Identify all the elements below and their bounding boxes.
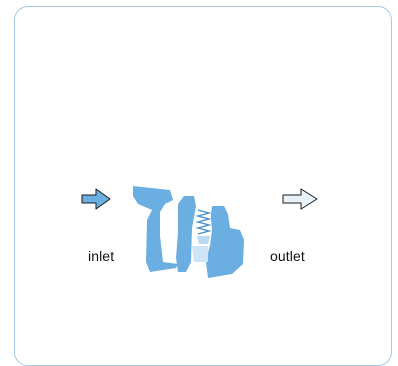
valve-diagram [81,186,318,278]
valve-right-body [206,206,244,278]
inlet-arrow-icon [81,188,111,210]
spring-icon [195,209,212,235]
valve-left-body [133,186,178,272]
valve-poppet [197,236,210,244]
outlet-label: outlet [270,248,305,264]
outflow-channel [192,246,208,262]
inlet-label: inlet [88,248,115,264]
outlet-arrow-icon [282,188,318,210]
diagram-frame [14,6,392,366]
check-valve-icon [133,186,244,278]
valve-stem [176,196,196,272]
